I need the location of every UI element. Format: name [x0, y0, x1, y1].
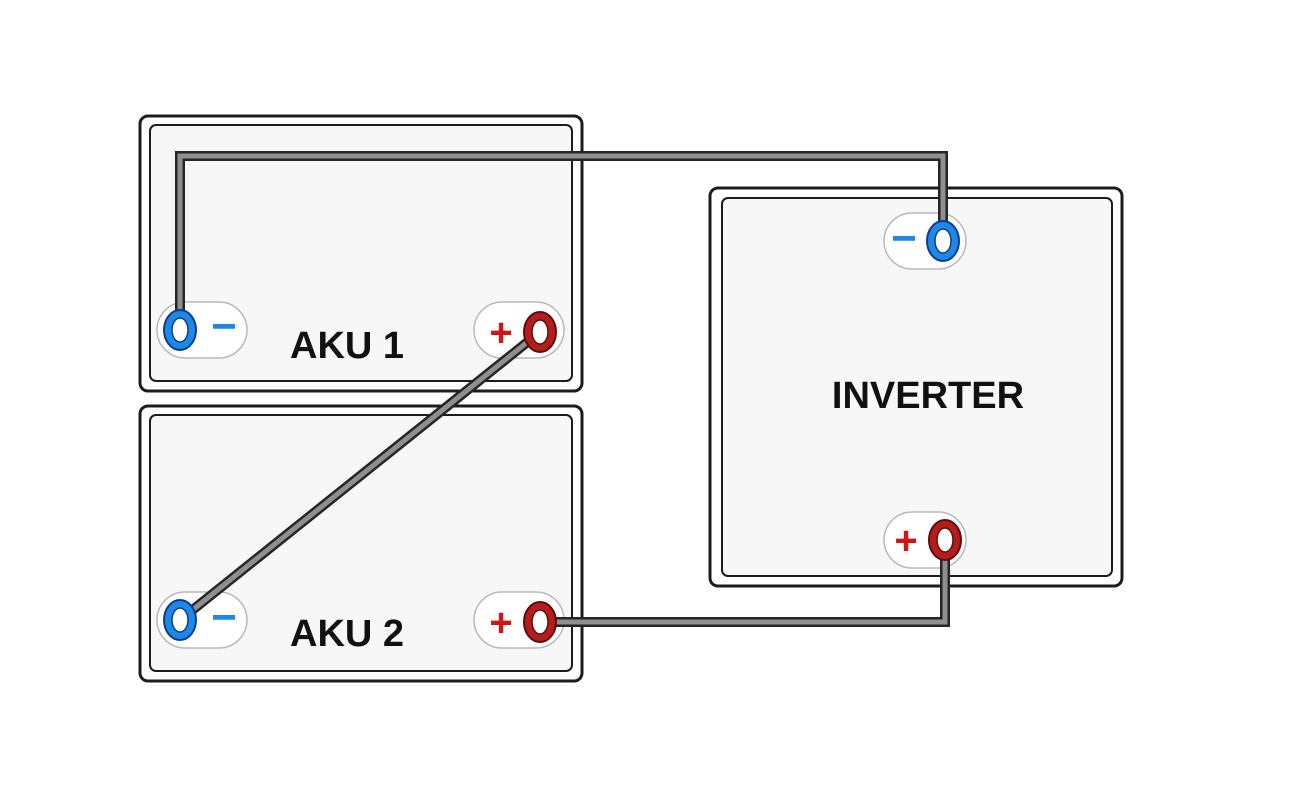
aku-1-minus-sign: −: [211, 302, 237, 351]
battery-aku-1-label: AKU 1: [290, 325, 404, 367]
inverter-plus-sign: +: [894, 519, 917, 563]
cable-positive-main: [540, 540, 950, 627]
inverter: INVERTER: [708, 186, 1124, 588]
aku-2-minus-sign: −: [211, 593, 237, 642]
aku-1-negative-terminal: [163, 309, 197, 351]
aku-2-negative-terminal: [163, 599, 197, 641]
aku-1-plus-sign: +: [489, 311, 512, 355]
battery-aku-1-panel: [149, 124, 573, 382]
cable-series-link: [176, 328, 544, 624]
inverter-label: INVERTER: [832, 375, 1024, 417]
inverter-minus-sign: −: [891, 214, 917, 263]
battery-aku-2: AKU 2: [138, 404, 584, 683]
inverter-negative-terminal: [926, 220, 960, 262]
inverter-panel: [721, 197, 1113, 577]
battery-aku-2-panel: [149, 414, 573, 672]
aku-2-positive-terminal: [523, 601, 557, 643]
battery-aku-1: AKU 1: [138, 114, 584, 393]
aku-2-plus-sign: +: [489, 601, 512, 645]
aku-1-positive-terminal: [523, 311, 557, 353]
cable-negative-main: [175, 151, 948, 330]
inverter-positive-terminal: [928, 519, 962, 561]
battery-aku-2-label: AKU 2: [290, 613, 404, 655]
